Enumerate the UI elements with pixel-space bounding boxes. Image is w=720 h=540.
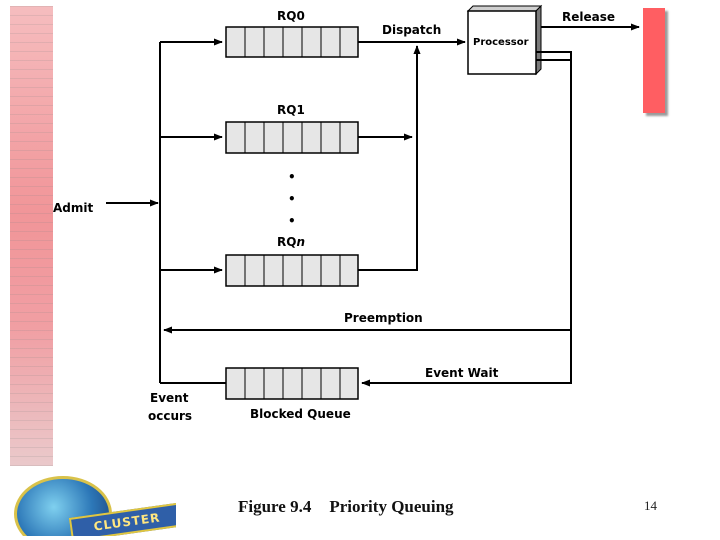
event-wait-label: Event Wait [425,366,499,380]
cluster-logo: CLUSTER [10,466,176,536]
blocked-queue-label: Blocked Queue [250,407,351,421]
ellipsis-dot-1: • [288,170,296,184]
queue-rqn [225,254,359,287]
rqn-dispatch-line [358,47,418,271]
event-occurs-label-line2: occurs [148,409,192,423]
dispatch-label: Dispatch [382,23,441,37]
page-number: 14 [644,498,657,513]
queue-rq0 [225,26,359,58]
rq0-label: RQ0 [277,9,305,23]
ellipsis-dot-3: • [288,214,296,228]
processor-box [466,4,543,76]
figure-number: Figure 9.4 [238,497,312,516]
figure-caption: Figure 9.4 Priority Queuing [238,497,472,517]
rqn-label-n: n [296,235,305,249]
preemption-line [166,51,572,331]
preemption-label: Preemption [344,311,423,325]
admit-label: Admit [53,201,93,215]
processor-label: Processor [473,37,529,48]
ellipsis-dot-2: • [288,192,296,206]
event-wait-line [364,59,572,384]
release-exit-bar [643,8,665,113]
rq1-label: RQ1 [277,103,305,117]
release-label: Release [562,10,615,24]
figure-title: Priority Queuing [329,497,454,516]
queue-rq1 [225,121,359,154]
rqn-label: RQn [277,235,305,249]
event-occurs-label-line1: Event [150,391,189,405]
decorative-sidebar [10,6,53,466]
blocked-queue [225,367,359,400]
